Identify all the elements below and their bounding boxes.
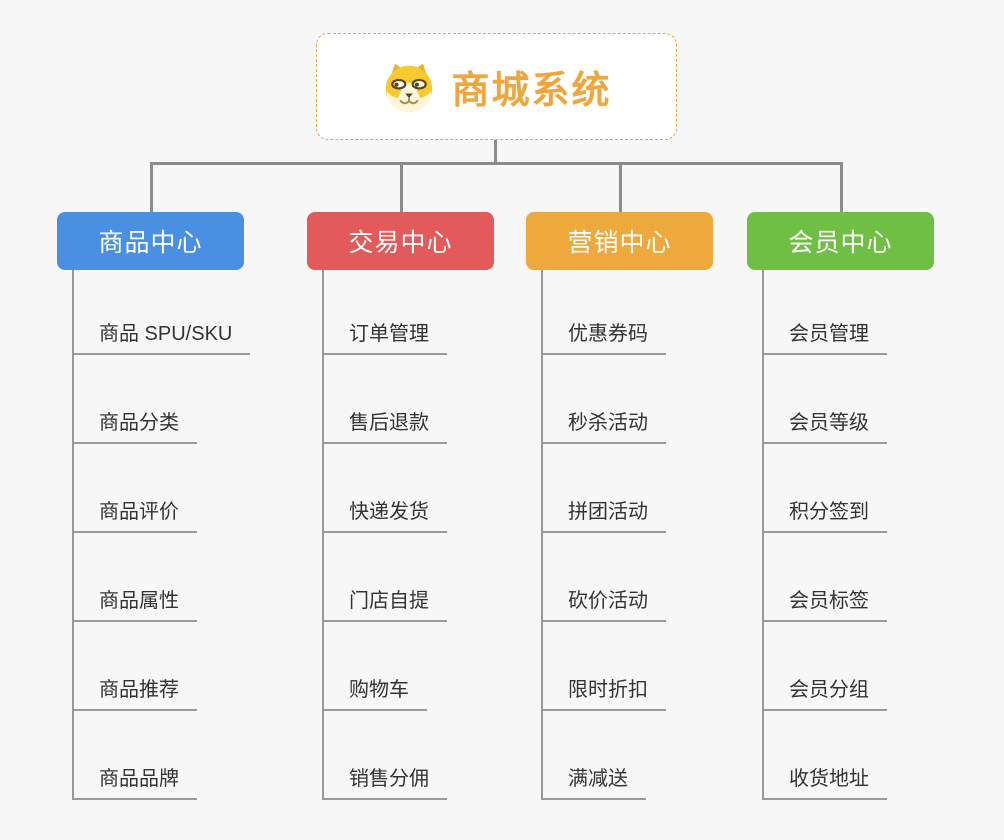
- child-topic[interactable]: 订单管理: [322, 322, 447, 355]
- child-topic[interactable]: 秒杀活动: [541, 411, 666, 444]
- branch-topic-3[interactable]: 会员中心: [747, 212, 934, 270]
- child-topic[interactable]: 会员分组: [762, 678, 887, 711]
- branch-rail-0: [72, 270, 74, 800]
- root-topic[interactable]: 商城系统: [316, 33, 677, 140]
- child-topic[interactable]: 收货地址: [762, 767, 887, 800]
- branch-rail-2: [541, 270, 543, 800]
- child-topic[interactable]: 优惠券码: [541, 322, 666, 355]
- branch-rail-1: [322, 270, 324, 800]
- connector-drop-2: [619, 165, 622, 212]
- child-topic[interactable]: 商品评价: [72, 500, 197, 533]
- connector-drop-0: [150, 165, 153, 212]
- child-topic[interactable]: 砍价活动: [541, 589, 666, 622]
- branch-rail-3: [762, 270, 764, 800]
- child-topic[interactable]: 商品分类: [72, 411, 197, 444]
- root-topic-label: 商城系统: [451, 70, 612, 112]
- connector-horizontal-bar: [150, 162, 843, 165]
- child-topic[interactable]: 积分签到: [762, 500, 887, 533]
- child-topic[interactable]: 商品属性: [72, 589, 197, 622]
- child-topic[interactable]: 拼团活动: [541, 500, 666, 533]
- child-topic[interactable]: 销售分佣: [322, 767, 447, 800]
- connector-root-stub: [494, 140, 497, 165]
- child-topic[interactable]: 商品品牌: [72, 767, 197, 800]
- child-topic[interactable]: 会员管理: [762, 322, 887, 355]
- connector-drop-3: [840, 165, 843, 212]
- child-topic[interactable]: 商品推荐: [72, 678, 197, 711]
- child-topic[interactable]: 限时折扣: [541, 678, 666, 711]
- shiba-dog-icon: [381, 61, 437, 113]
- child-topic[interactable]: 会员标签: [762, 589, 887, 622]
- child-topic[interactable]: 会员等级: [762, 411, 887, 444]
- child-topic[interactable]: 购物车: [322, 678, 427, 711]
- connector-drop-1: [400, 165, 403, 212]
- branch-topic-2[interactable]: 营销中心: [526, 212, 713, 270]
- branch-topic-0[interactable]: 商品中心: [57, 212, 244, 270]
- child-topic[interactable]: 快递发货: [322, 500, 447, 533]
- child-topic[interactable]: 满减送: [541, 767, 646, 800]
- branch-topic-1[interactable]: 交易中心: [307, 212, 494, 270]
- child-topic[interactable]: 门店自提: [322, 589, 447, 622]
- child-topic[interactable]: 商品 SPU/SKU: [72, 322, 251, 355]
- child-topic[interactable]: 售后退款: [322, 411, 447, 444]
